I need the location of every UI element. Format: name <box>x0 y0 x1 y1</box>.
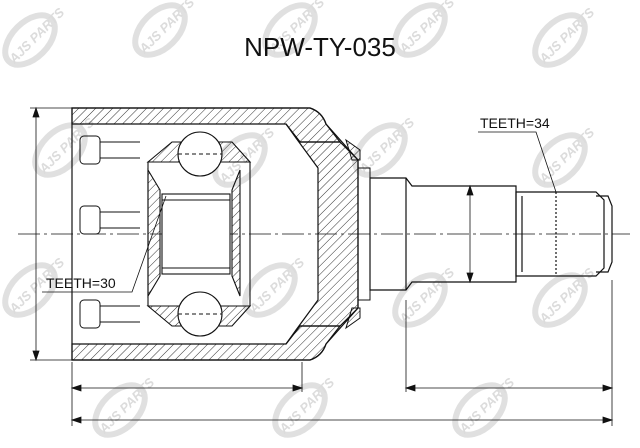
dimension-lines <box>30 106 614 426</box>
part-number-title: NPW-TY-035 <box>244 32 396 62</box>
roller-stubs <box>79 135 140 329</box>
teeth-inner-label: TEETH=30 <box>46 275 116 291</box>
leader-lines <box>42 131 557 293</box>
outer-housing <box>71 107 359 361</box>
teeth-outer-label: TEETH=34 <box>480 115 550 131</box>
stem-shaft <box>369 177 613 291</box>
roller-balls <box>177 131 223 337</box>
